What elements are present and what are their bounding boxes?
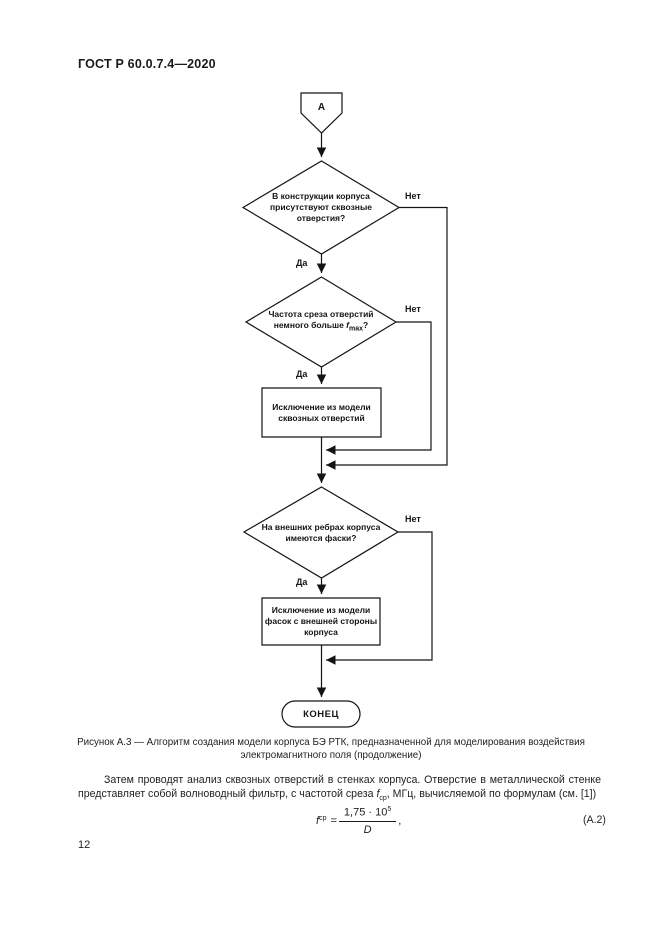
decision3-yes-label: Да	[296, 577, 308, 587]
end-terminator-shape	[282, 701, 360, 727]
decision1-line3: отверстия?	[296, 213, 346, 223]
process1-label: Исключение из модели сквозных отверстий	[262, 388, 381, 437]
document-header: ГОСТ Р 60.0.7.4—2020	[78, 57, 216, 71]
equation-number: (А.2)	[583, 814, 606, 826]
paragraph-text-part2: , МГц, вычисляемой по формулам (см. [1])	[386, 788, 597, 801]
equals-sign: =	[330, 814, 337, 827]
formula-variable-subscript: ср	[319, 814, 327, 822]
decision3-line1: На внешних ребрах корпуса	[261, 521, 381, 532]
decision2-line2-suffix: ?	[363, 320, 369, 331]
connector-a-label: А	[317, 101, 326, 113]
decision1-label: В конструкции корпуса присутствуют сквоз…	[243, 161, 399, 254]
decision3-line2: имеются фаски?	[285, 532, 357, 543]
figure-caption: Рисунок А.3 — Алгоритм создания модели к…	[70, 736, 592, 762]
process2-line1: Исключение из модели	[271, 605, 371, 615]
process2-line3: корпуса	[304, 627, 338, 637]
process2-label: Исключение из модели фасок с внешней сто…	[262, 598, 380, 645]
frequency-variable-subscript: max	[349, 325, 364, 333]
formula-fraction: 1,75 · 105 D	[338, 806, 397, 836]
page-number: 12	[78, 839, 91, 851]
decision2-line1: Частота среза отверстий	[268, 309, 374, 320]
decision2-no-label: Нет	[405, 304, 421, 314]
paragraph-text-part1: Затем проводят анализ сквозных отверстий…	[78, 774, 601, 801]
decision2-label: Частота среза отверстий немного больше f…	[246, 277, 396, 367]
process2-line2: фасок с внешней стороны	[264, 616, 378, 626]
cutoff-frequency-subscript: ср	[379, 795, 387, 803]
fraction-numerator: 1,75 · 105	[338, 806, 397, 822]
decision1-no-branch-line	[326, 208, 447, 470]
numerator-exponent: 5	[387, 806, 392, 813]
decision2-no-branch-line	[326, 322, 431, 455]
decision2-line2: немного больше fmax?	[274, 320, 368, 335]
decision3-no-label: Нет	[405, 514, 421, 524]
figure-caption-line1: Рисунок А.3 — Алгоритм создания модели к…	[77, 737, 585, 748]
decision2-yes-label: Да	[296, 369, 308, 379]
formula-variable: f	[316, 814, 320, 827]
cutoff-frequency-variable: f	[376, 788, 380, 801]
formula-comma: ,	[398, 814, 402, 827]
process1-line2: сквозных отверстий	[278, 412, 365, 423]
decision1-line1: В конструкции корпуса	[272, 191, 370, 201]
decision1-line2: присутствуют сквозные	[270, 202, 372, 212]
decision1-yes-label: Да	[296, 258, 308, 268]
frequency-variable: f	[346, 320, 349, 331]
numerator-base: 1,75 · 10	[343, 806, 388, 819]
decision3-no-branch-line	[326, 532, 432, 665]
decision3-label: На внешних ребрах корпуса имеются фаски?	[244, 487, 398, 578]
end-terminator-label: КОНЕЦ	[303, 708, 339, 720]
connector-a-shape	[301, 93, 342, 133]
figure-caption-line2: электромагнитного поля (продолжение)	[240, 750, 422, 761]
decision2-line2-prefix: немного больше	[273, 320, 347, 331]
process1-line1: Исключение из модели	[272, 401, 371, 412]
fraction-denominator: D	[363, 823, 372, 836]
decision1-no-label: Нет	[405, 191, 421, 201]
body-paragraph: Затем проводят анализ сквозных отверстий…	[78, 773, 601, 807]
